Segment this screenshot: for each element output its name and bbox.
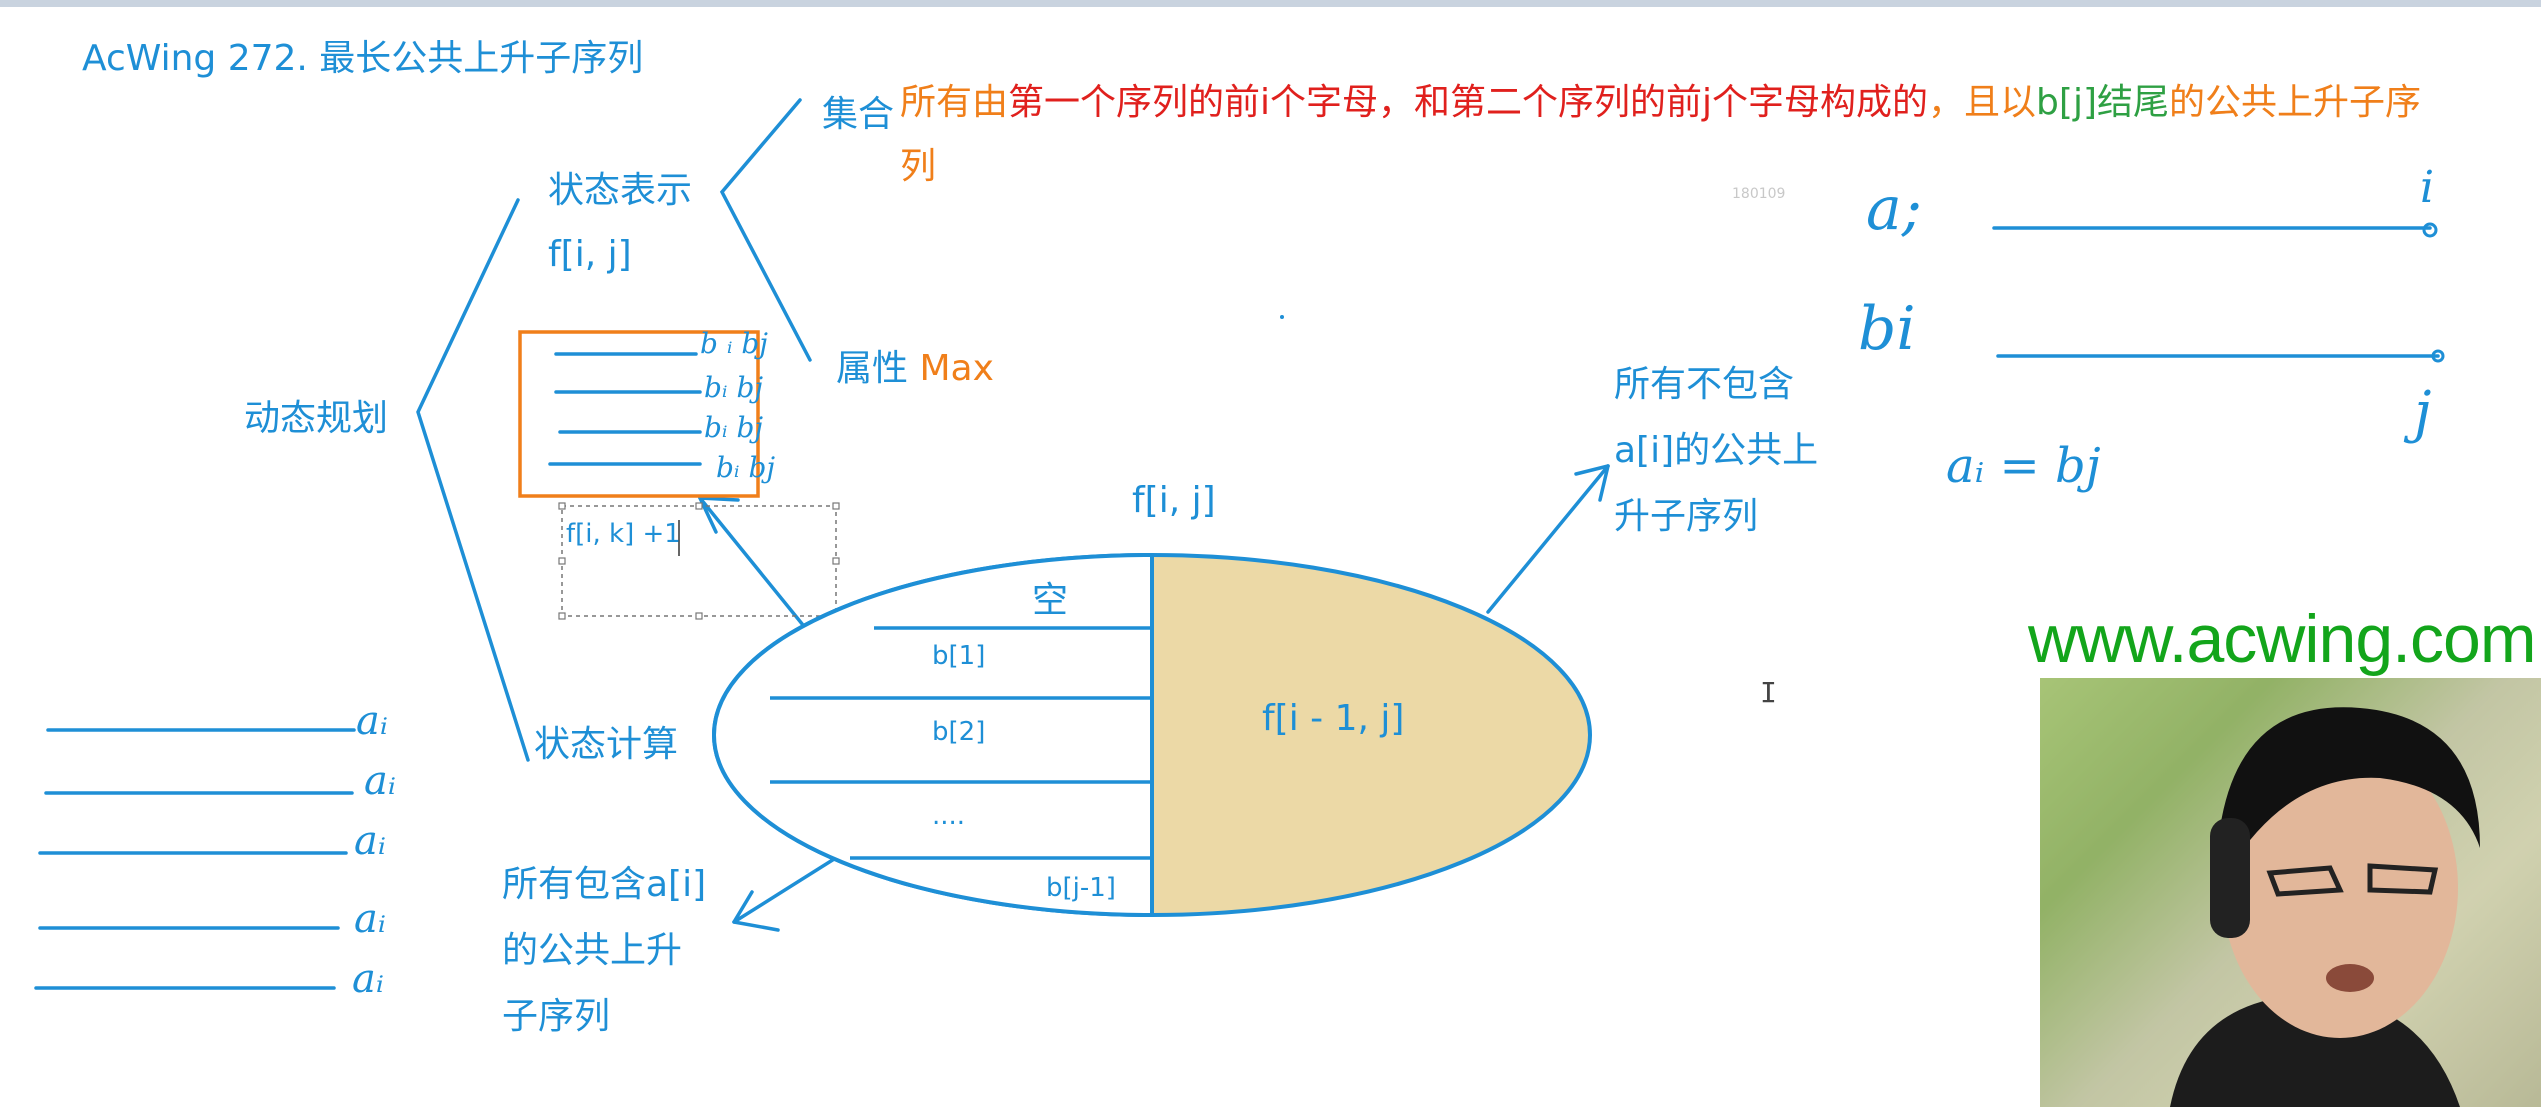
box-formula[interactable]: f[i, k] +1: [566, 519, 681, 549]
ellipse-top-label: f[i, j]: [1132, 480, 1216, 521]
node-state-computation: 状态计算: [534, 724, 679, 765]
hand-left-a-2: aᵢ: [364, 758, 396, 804]
hand-box-row-3: bᵢ bj: [704, 411, 764, 444]
hand-b-i: bi: [1858, 294, 1916, 364]
hand-mark-j: j: [2414, 380, 2432, 445]
set-desc-part3: ，且以: [1928, 82, 2037, 123]
ellipse-row-bj1: b[j-1]: [1046, 873, 1116, 903]
arrow-right: [1486, 464, 1610, 614]
hand-mark-i: i: [2420, 162, 2435, 213]
stray-dot: [1280, 315, 1284, 319]
set-desc-part4: b[j]结尾: [2036, 82, 2169, 123]
ellipse-empty: 空: [1032, 580, 1069, 621]
left-note-line-2: 的公共上升: [502, 930, 683, 971]
arrow-to-box: [698, 496, 822, 648]
left-note-line-3: 子序列: [502, 996, 611, 1037]
brace-state: [719, 98, 812, 362]
dot-i: [2422, 222, 2438, 238]
arrow-to-box-head: [698, 496, 740, 534]
hand-left-a-1: aᵢ: [356, 698, 388, 744]
faint-watermark: 180109: [1732, 186, 1786, 202]
ellipse-row-b1: b[1]: [932, 641, 986, 671]
brace-root: [416, 198, 530, 762]
hand-box-row-4: bᵢ bj: [716, 451, 776, 484]
ellipse-row-b2: b[2]: [932, 717, 986, 747]
ellipse-right-label: f[i - 1, j]: [1262, 698, 1405, 739]
set-description-wrap: 列: [900, 146, 937, 187]
set-desc-part1: 所有由: [900, 82, 1009, 123]
text-cursor-icon: I: [1760, 676, 1777, 709]
ellipse-row-dots: ....: [932, 801, 966, 831]
right-note-line-3: 升子序列: [1614, 496, 1759, 537]
hand-a-i: a;: [1866, 174, 1922, 244]
hand-box-row-2: bᵢ bj: [704, 371, 764, 404]
orange-box: [518, 330, 760, 498]
site-watermark: www.acwing.com: [2028, 601, 2536, 677]
attribute-value: Max: [919, 348, 994, 389]
hand-left-a-4: aᵢ: [354, 896, 386, 942]
arrow-left-head: [732, 890, 780, 932]
node-set: 集合: [822, 94, 895, 135]
webcam-overlay: [2040, 678, 2541, 1107]
webcam-person-image: [2040, 678, 2541, 1107]
right-note-line-2: a[i]的公共上: [1614, 430, 1819, 471]
set-desc-part5: 的公共上升子序: [2169, 82, 2422, 123]
hand-equation: aᵢ = bj: [1946, 438, 2101, 494]
ellipse-left-white: [712, 552, 1154, 918]
node-state-function: f[i, j]: [548, 234, 632, 275]
left-note-line-1: 所有包含a[i]: [502, 864, 707, 905]
page-title: AcWing 272. 最长公共上升子序列: [82, 38, 644, 79]
window-top-border: [0, 0, 2541, 7]
node-attribute: 属性 Max: [836, 346, 994, 391]
hand-left-a-3: aᵢ: [354, 818, 386, 864]
hand-box-row-1: b ᵢ bj: [700, 327, 768, 360]
node-dynamic-programming: 动态规划: [244, 398, 389, 439]
dot-j: [2431, 349, 2445, 363]
right-note-line-1: 所有不包含: [1614, 364, 1795, 405]
node-state-representation: 状态表示: [548, 170, 693, 211]
hand-left-a-5: aᵢ: [352, 956, 384, 1002]
set-desc-part2: 第一个序列的前i个字母，和第二个序列的前j个字母构成的: [1008, 82, 1929, 123]
set-description: 所有由第一个序列的前i个字母，和第二个序列的前j个字母构成的，且以b[j]结尾的…: [900, 80, 2421, 125]
arrow-right-head: [1574, 464, 1610, 502]
attribute-label: 属性: [836, 348, 909, 389]
